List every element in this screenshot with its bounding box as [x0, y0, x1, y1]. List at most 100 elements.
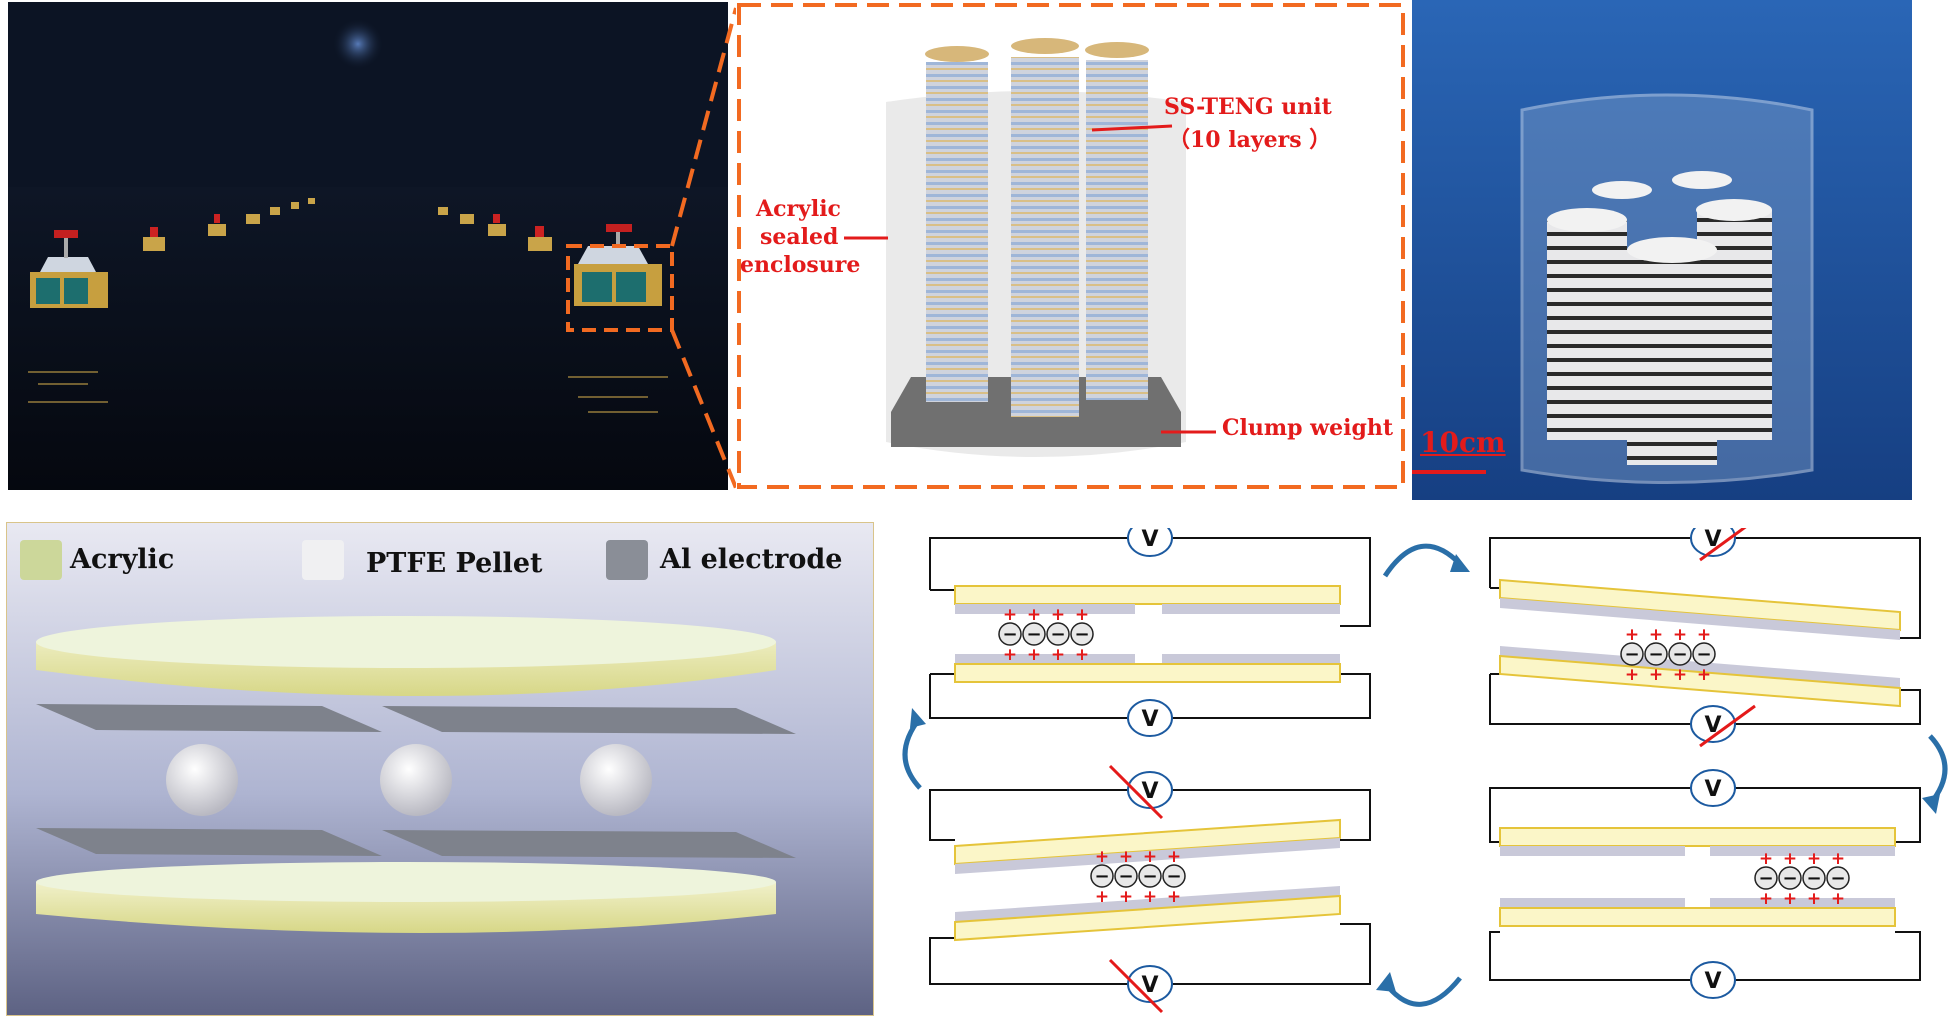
voltmeter-label: V — [1704, 777, 1721, 802]
ptfe-pellet-charge — [1778, 866, 1802, 890]
stage-4: −++−++−++−++ — [929, 764, 1371, 1014]
positive-charge: + — [1807, 889, 1821, 909]
positive-charge: + — [1051, 645, 1065, 665]
positive-charge: + — [1697, 665, 1711, 685]
bottom-electrode-right — [382, 830, 796, 858]
legend-label-electrode: Al electrode — [660, 544, 843, 575]
voltmeter-label: V — [1704, 969, 1721, 994]
teng-stack-2 — [1011, 57, 1079, 417]
negative-charge: − — [1166, 866, 1181, 887]
positive-charge: + — [1783, 849, 1797, 869]
buoy-right — [574, 224, 662, 306]
negative-charge: − — [1050, 624, 1065, 645]
ptfe-pellet-charge — [1162, 864, 1186, 888]
ptfe-pellet-charge — [1620, 642, 1644, 666]
scale-bar — [1412, 470, 1486, 474]
positive-charge: + — [1759, 889, 1773, 909]
bottom-electrode-left — [36, 828, 382, 856]
label-clump-weight: Clump weight — [1222, 415, 1394, 441]
negative-charge: − — [1672, 644, 1687, 665]
label-teng-layers: （10 layers ） — [1168, 127, 1332, 153]
positive-charge: + — [1625, 665, 1639, 685]
positive-charge: + — [1783, 889, 1797, 909]
positive-charge: + — [1003, 605, 1017, 625]
negative-charge: − — [1648, 644, 1663, 665]
water-reflections — [28, 371, 668, 413]
negative-charge: − — [1074, 624, 1089, 645]
positive-charge: + — [1051, 605, 1065, 625]
ocean-buoy-scene — [8, 2, 728, 490]
positive-charge: + — [1625, 625, 1639, 645]
negative-charge: − — [1830, 868, 1845, 889]
negative-charge: − — [1026, 624, 1041, 645]
positive-charge: + — [1673, 625, 1687, 645]
top-electrode-right — [382, 706, 796, 734]
scale-bar-label: 10cm — [1420, 426, 1506, 459]
positive-charge: + — [1831, 889, 1845, 909]
teng-array-render: SS-TENG unit （10 layers ） Acrylic sealed… — [736, 2, 1406, 490]
legend-swatch-acrylic — [20, 540, 62, 580]
positive-charge: + — [1095, 847, 1109, 867]
distant-buoys — [143, 198, 552, 251]
voltmeter-label: V — [1141, 707, 1158, 732]
ptfe-pellet-charge — [1114, 864, 1138, 888]
teng-stack-3 — [1086, 60, 1148, 400]
negative-charge: − — [1806, 868, 1821, 889]
ptfe-pellet-charge — [1138, 864, 1162, 888]
positive-charge: + — [1119, 847, 1133, 867]
voltmeter-label: V — [1704, 528, 1721, 552]
ptfe-pellet-2 — [380, 744, 452, 816]
positive-charge: + — [1167, 887, 1181, 907]
negative-charge: − — [1758, 868, 1773, 889]
negative-charge: − — [1696, 644, 1711, 665]
voltmeter-label: V — [1141, 528, 1158, 552]
positive-charge: + — [1027, 645, 1041, 665]
positive-charge: + — [1759, 849, 1773, 869]
ptfe-pellet-charge — [1022, 622, 1046, 646]
render-frame — [737, 3, 1405, 489]
voltmeter-label: V — [1704, 713, 1721, 738]
bottom-acrylic-surface — [36, 862, 776, 902]
label-enclosure-line3: enclosure — [740, 252, 861, 278]
positive-charge: + — [1143, 847, 1157, 867]
label-enclosure-line2: sealed — [760, 224, 839, 250]
ptfe-pellet-charge — [1692, 642, 1716, 666]
legend-swatch-ptfe — [302, 540, 344, 580]
legend-swatch-electrode — [606, 540, 648, 580]
layer-structure-illustration — [6, 522, 874, 1016]
negative-charge: − — [1118, 866, 1133, 887]
top-electrode-left — [36, 704, 382, 732]
positive-charge: + — [1119, 887, 1133, 907]
device-photo-illustration — [1412, 0, 1912, 500]
negative-charge: − — [1002, 624, 1017, 645]
positive-charge: + — [1167, 847, 1181, 867]
legend-label-acrylic: Acrylic — [70, 544, 175, 575]
teng-stack-1 — [926, 62, 988, 402]
buoy-lights — [150, 214, 544, 237]
positive-charge: + — [1095, 887, 1109, 907]
legend-label-ptfe: PTFE Pellet — [366, 548, 543, 579]
teng-array-illustration — [737, 3, 1405, 489]
positive-charge: + — [1807, 849, 1821, 869]
ptfe-pellet-charge — [1070, 622, 1094, 646]
buoy-left — [30, 230, 108, 308]
positive-charge: + — [1673, 665, 1687, 685]
negative-charge: − — [1782, 868, 1797, 889]
ptfe-pellet-charge — [1644, 642, 1668, 666]
negative-charge: − — [1142, 866, 1157, 887]
stage-1: −++−++−++−++ — [929, 528, 1371, 737]
ptfe-pellet-charge — [1090, 864, 1114, 888]
positive-charge: + — [1027, 605, 1041, 625]
label-enclosure-line1: Acrylic — [756, 196, 841, 222]
working-principle-cycle: −++−++−++−++ −++−++−++−++ — [900, 528, 1950, 1018]
stage-2: −++−++−++−++ — [1489, 528, 1921, 748]
negative-charge: − — [1094, 866, 1109, 887]
ptfe-pellet-3 — [580, 744, 652, 816]
ptfe-pellet-1 — [166, 744, 238, 816]
ptfe-pellet-charge — [1046, 622, 1070, 646]
device-photo — [1412, 0, 1912, 500]
layer-structure-panel: Acrylic PTFE Pellet Al electrode — [6, 522, 874, 1016]
stage-3: −++−++−++−++ — [1489, 769, 1921, 999]
positive-charge: + — [1831, 849, 1845, 869]
